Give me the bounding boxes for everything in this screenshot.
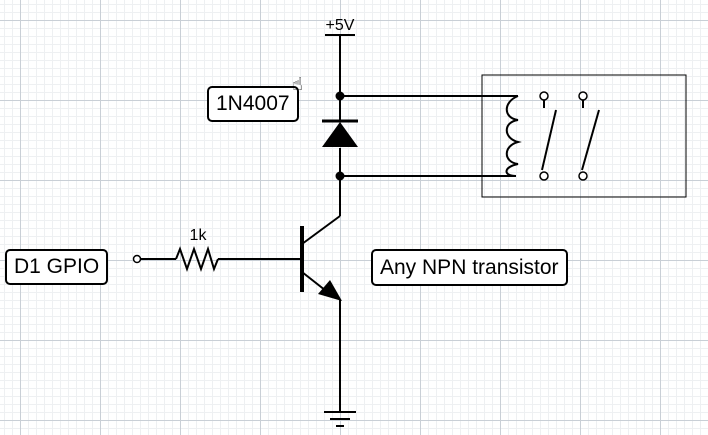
hand-pointer-icon: ☝ (292, 74, 303, 95)
diode-symbol[interactable] (322, 119, 358, 147)
resistor-label: 1k (190, 227, 208, 244)
npn-transistor-symbol[interactable] (300, 215, 342, 301)
relay-coil (505, 95, 522, 177)
gpio-terminal[interactable] (132, 254, 142, 264)
supply-symbol[interactable]: +5V (325, 17, 355, 36)
resistor-symbol[interactable]: 1k (175, 227, 219, 273)
ground-symbol[interactable] (324, 411, 356, 427)
relay-box (481, 74, 687, 198)
gpio-label[interactable]: D1 GPIO (5, 249, 109, 285)
emitter-arrow-icon (318, 280, 342, 301)
transistor-label[interactable]: Any NPN transistor (371, 249, 568, 286)
supply-label: +5V (326, 17, 355, 34)
relay-symbol[interactable] (481, 74, 687, 198)
diode-part-label[interactable]: 1N4007 (207, 86, 299, 122)
